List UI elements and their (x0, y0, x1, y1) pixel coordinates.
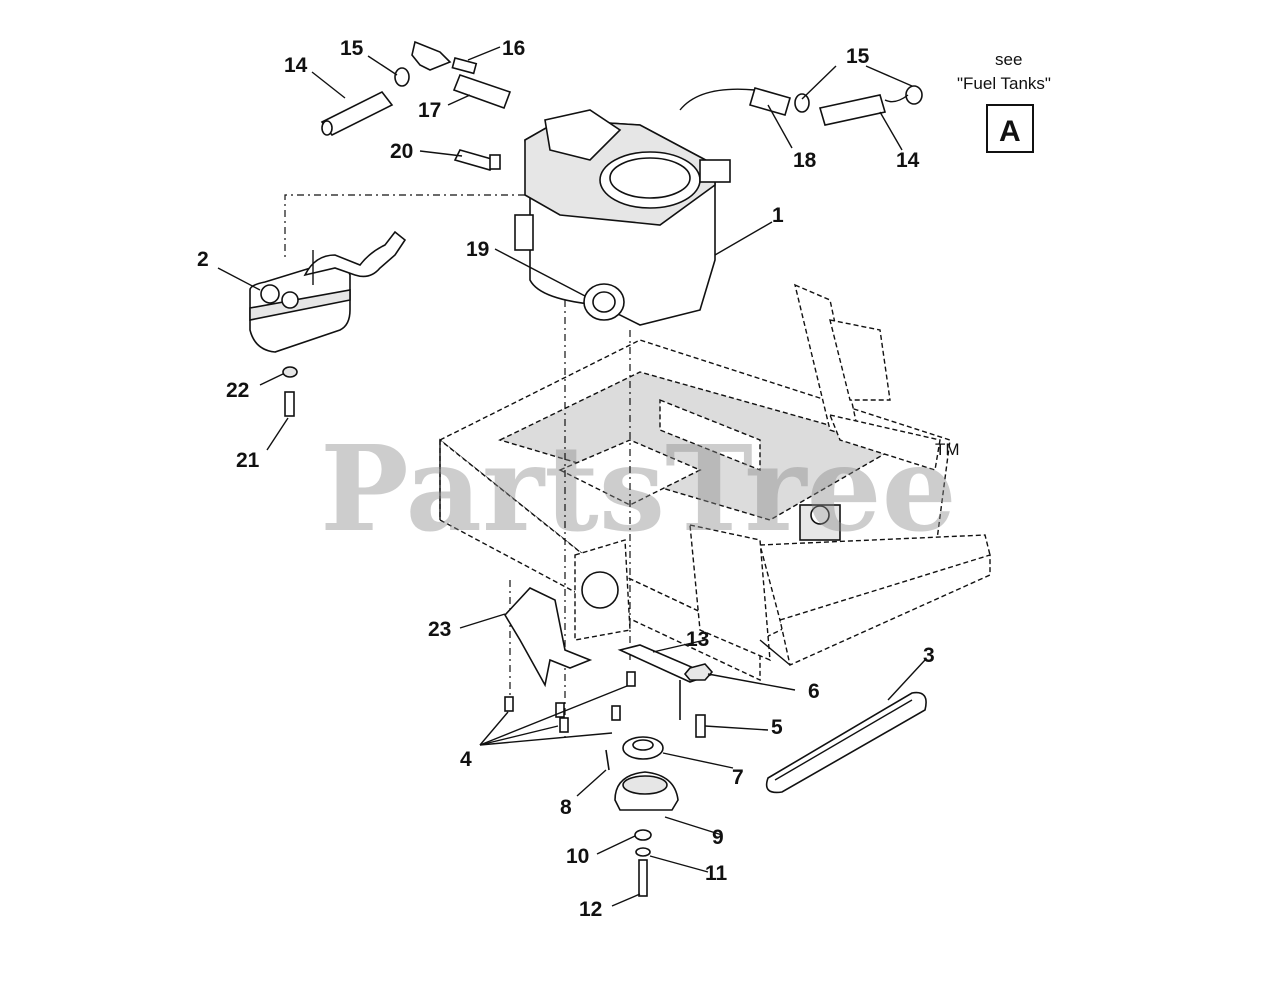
bracket-23 (504, 587, 593, 688)
nut-6 (683, 663, 714, 681)
washer-7 (622, 736, 664, 760)
bolts-4 (504, 671, 636, 733)
callout-7: 7 (732, 766, 744, 789)
fuel-filter-18 (749, 87, 810, 116)
fuel-hose-14-right (818, 85, 923, 126)
callout-8: 8 (560, 796, 572, 819)
bolt-5 (695, 714, 706, 738)
callout-1: 1 (772, 204, 784, 227)
callout-23: 23 (428, 618, 451, 641)
washer-10 (634, 829, 652, 841)
callout-18: 18 (793, 149, 817, 172)
callout-3: 3 (923, 644, 935, 667)
reference-box (986, 104, 1034, 153)
callout-2: 2 (197, 248, 209, 271)
belt-3 (765, 691, 927, 794)
engine (514, 88, 756, 326)
watermark: PartsTree (320, 419, 957, 558)
callout-14-left: 14 (284, 54, 308, 77)
fuel-fitting-16 (411, 40, 478, 75)
callout-22: 22 (226, 379, 249, 402)
fuel-line-17 (452, 73, 512, 110)
pin-8 (605, 749, 610, 771)
callout-15-right: 15 (846, 45, 870, 68)
callout-13: 13 (686, 628, 709, 651)
reference-box-letter: A (999, 115, 1021, 148)
bolt-12 (638, 859, 648, 897)
leader-lines (217, 46, 926, 907)
washer-11 (635, 847, 651, 857)
reference-note: see "Fuel Tanks" A (957, 50, 1051, 153)
callout-20: 20 (390, 140, 413, 163)
callout-15-left: 15 (340, 37, 364, 60)
callout-11: 11 (705, 862, 728, 885)
callout-10: 10 (566, 845, 589, 868)
reference-see-text: see (995, 50, 1022, 69)
callout-4: 4 (460, 748, 472, 771)
callout-17: 17 (418, 99, 441, 122)
muffler (249, 230, 407, 353)
watermark-trademark: TM (935, 440, 960, 459)
callout-9: 9 (712, 826, 724, 849)
callout-21: 21 (236, 449, 260, 472)
alignment-lines (284, 194, 631, 740)
callout-labels: 1 2 3 4 5 6 7 8 9 10 11 12 13 14 14 15 1… (197, 37, 935, 921)
isolator-9 (614, 771, 679, 811)
screw-21 (284, 391, 295, 417)
reference-fuel-tanks-text: "Fuel Tanks" (957, 74, 1051, 93)
callout-16: 16 (502, 37, 525, 60)
lock-washer-22 (282, 366, 298, 378)
callout-5: 5 (771, 716, 783, 739)
callout-14-right: 14 (896, 149, 920, 172)
callout-19: 19 (466, 238, 489, 261)
spark-plug-20 (453, 149, 501, 171)
callout-12: 12 (579, 898, 602, 921)
callout-6: 6 (808, 680, 820, 703)
mower-frame (438, 283, 991, 682)
fuel-hose-14-left (320, 90, 394, 137)
hose-clamp-15-left (394, 67, 410, 87)
